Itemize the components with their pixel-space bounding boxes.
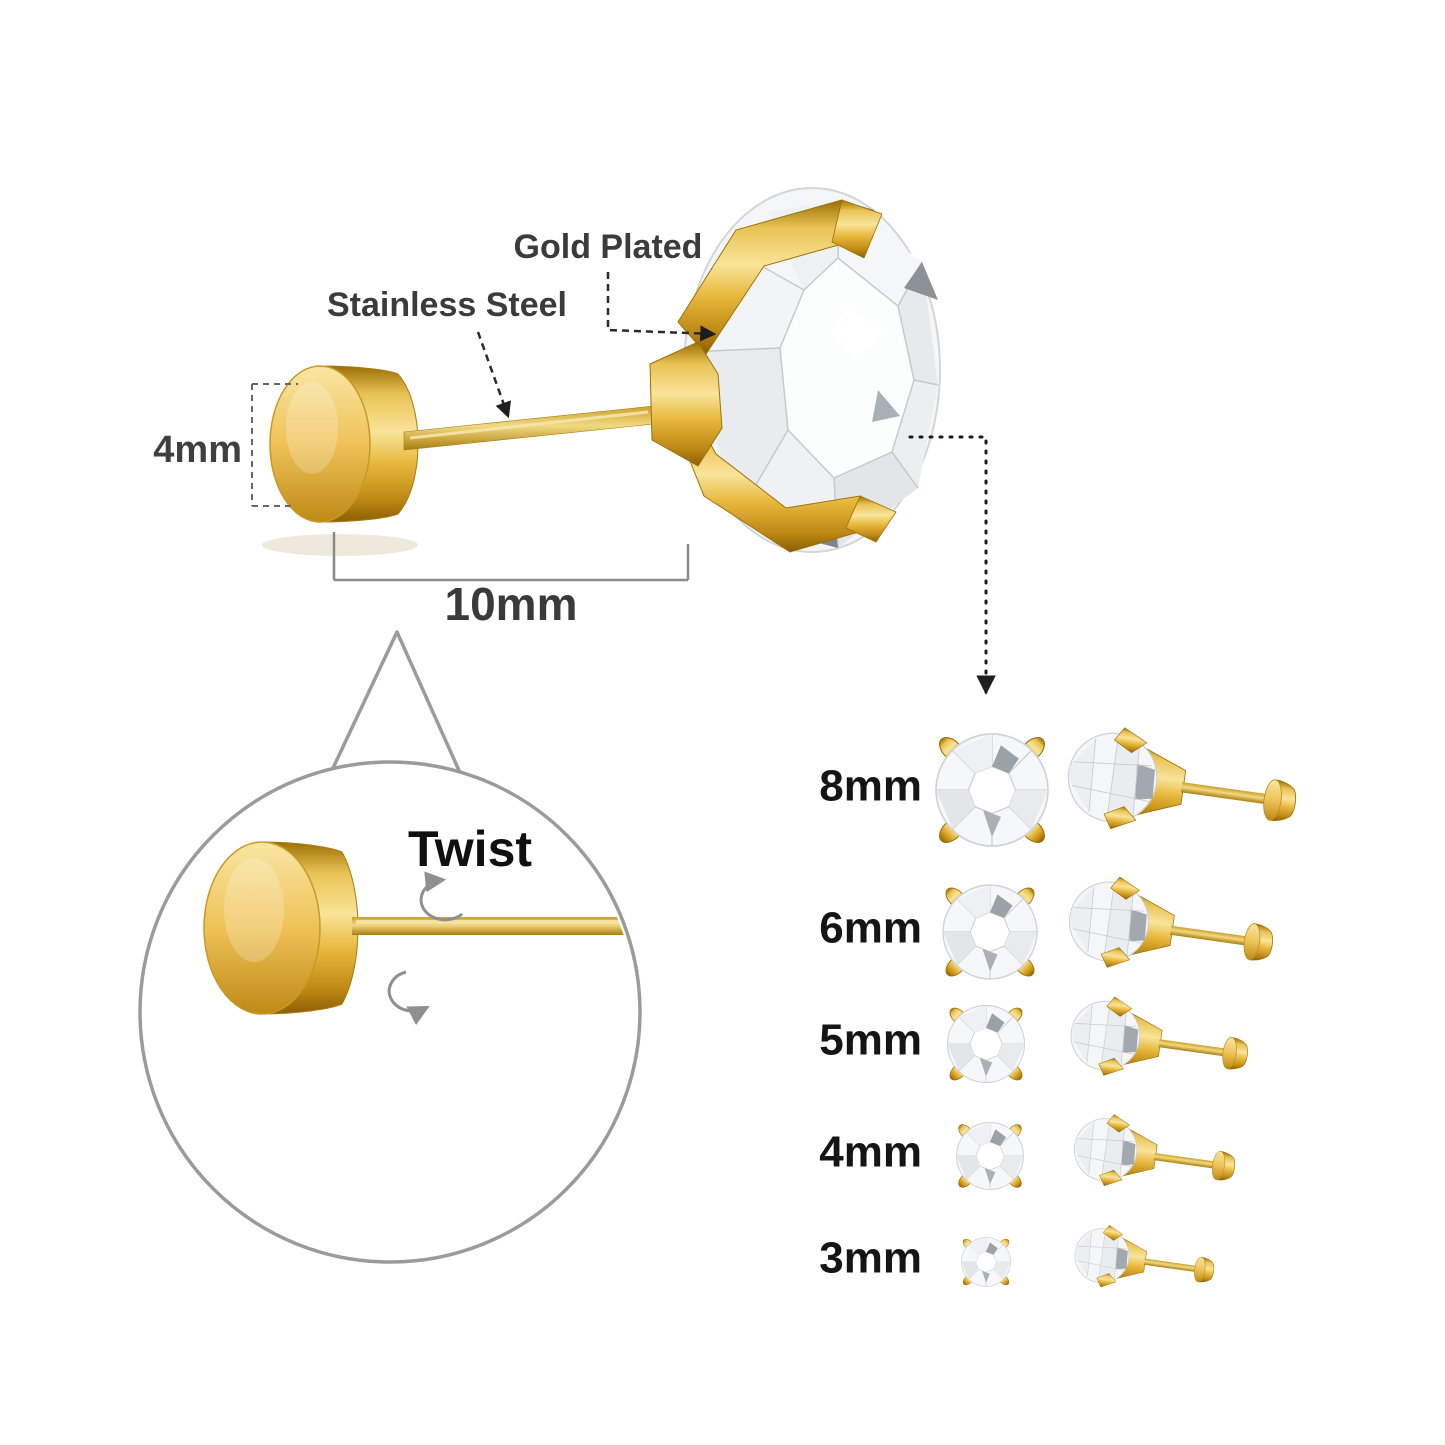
twist-label: Twist	[408, 821, 532, 877]
size-row-4mm: 4mm	[819, 1109, 1241, 1204]
earring-side-8mm	[1061, 720, 1304, 855]
callouts: Gold Plated Stainless Steel 4mm 10mm	[153, 228, 996, 695]
size-label-4mm: 4mm	[819, 1128, 922, 1177]
size-label-8mm: 8mm	[819, 762, 922, 811]
hero-back-disc	[269, 365, 419, 523]
gem-front-4mm	[955, 1121, 1025, 1191]
back-height-bracket	[251, 383, 298, 507]
back-height-label: 4mm	[153, 429, 242, 471]
hero-gold-setting	[649, 199, 897, 553]
inset-bubble-circle	[138, 760, 642, 1264]
earring-side-3mm	[1070, 1220, 1219, 1303]
hero-earring	[262, 187, 941, 556]
post-length-label: 10mm	[445, 578, 578, 630]
earring-side-6mm	[1062, 870, 1280, 991]
size-row-8mm: 8mm	[819, 720, 1304, 855]
size-row-5mm: 5mm	[819, 991, 1254, 1096]
size-chart-pointer-line	[908, 435, 996, 695]
inset-earring-back	[203, 841, 636, 1015]
size-label-6mm: 6mm	[819, 904, 922, 953]
post-length-bracket	[332, 532, 690, 582]
size-row-3mm: 3mm	[819, 1220, 1219, 1303]
gem-front-6mm	[941, 883, 1039, 981]
twist-rotation-arrows	[387, 871, 463, 1026]
size-label-3mm: 3mm	[819, 1234, 922, 1283]
disc-shadow	[262, 534, 418, 556]
twist-inset: Twist	[138, 630, 642, 1264]
size-chart: 8mm 6mm 5mm 4mm 3mm	[819, 720, 1304, 1303]
earring-side-4mm	[1069, 1109, 1241, 1204]
hero-post	[403, 405, 655, 451]
earring-side-5mm	[1065, 991, 1254, 1096]
stainless-steel-pointer-line	[476, 331, 512, 419]
size-row-6mm: 6mm	[819, 870, 1280, 991]
size-label-5mm: 5mm	[819, 1016, 922, 1065]
gem-front-5mm	[946, 1004, 1026, 1084]
gold-plated-label: Gold Plated	[514, 228, 703, 266]
gem-front-8mm	[934, 732, 1050, 848]
stainless-steel-label: Stainless Steel	[327, 286, 567, 324]
gem-front-3mm	[960, 1236, 1012, 1288]
